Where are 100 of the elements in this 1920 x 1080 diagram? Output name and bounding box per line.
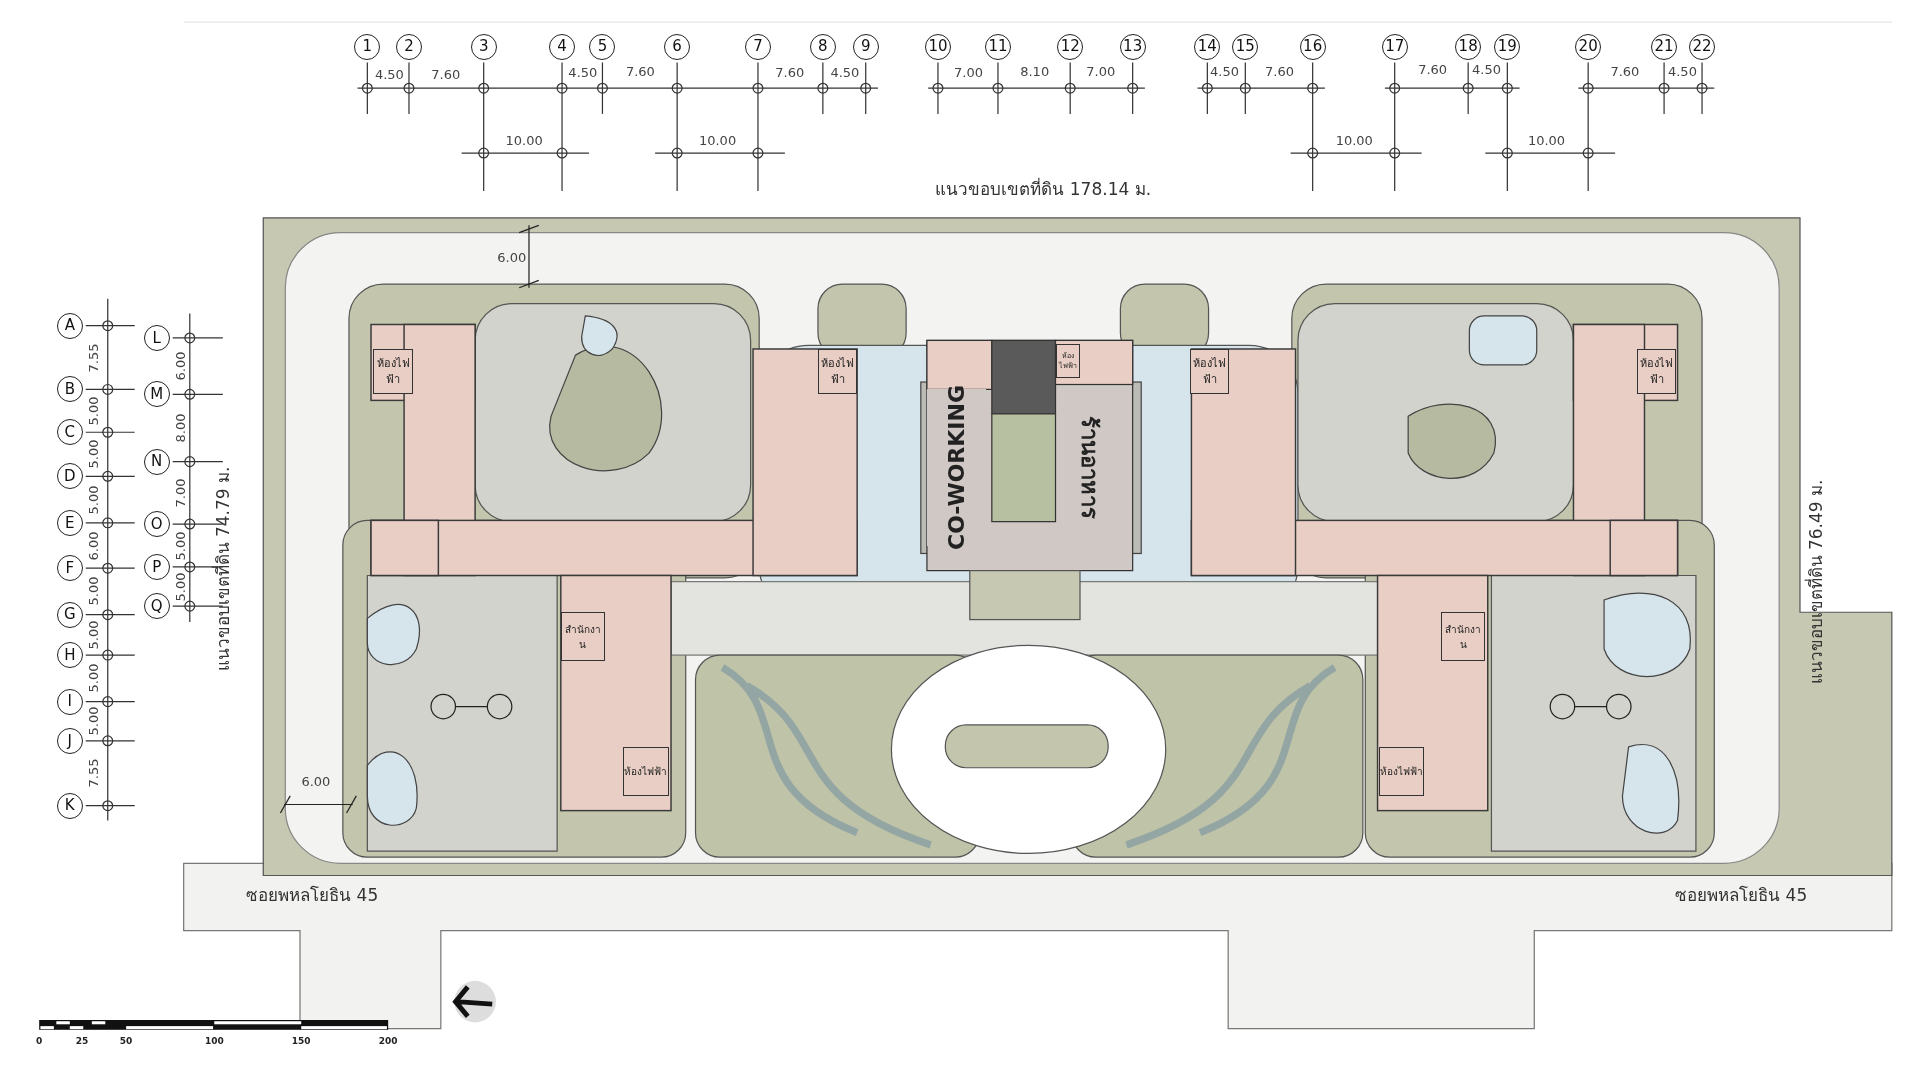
room-box xyxy=(623,746,669,796)
room-box xyxy=(1378,746,1425,796)
grid-bubble: M xyxy=(143,381,170,408)
dimension-value: 7.60 xyxy=(625,63,655,82)
dimension-value: 4.50 xyxy=(1472,61,1501,80)
boundary-label: แนวขอบเขตที่ดิน 178.14 ม. xyxy=(935,177,1152,202)
room-label: สำนักงาน xyxy=(1444,622,1483,652)
dimension-value: 6.00 xyxy=(301,773,331,792)
grid-bubble: 5 xyxy=(589,33,616,60)
grid-bubble: K xyxy=(56,792,83,819)
room-box xyxy=(1055,344,1080,379)
dimension-value: 4.50 xyxy=(1667,63,1697,82)
grid-bubble: G xyxy=(56,601,83,628)
dimension-value: 7.60 xyxy=(1610,63,1640,82)
room-box xyxy=(560,612,605,662)
dimension-value: 7.60 xyxy=(1265,63,1295,82)
dimension-value: 7.55 xyxy=(85,758,103,788)
dimension-value: 8.10 xyxy=(1020,63,1050,82)
scale-number: 50 xyxy=(119,1035,133,1049)
dimension-value: 6.00 xyxy=(172,351,190,381)
grid-bubble: Q xyxy=(143,593,170,620)
grid-bubble: 10 xyxy=(924,33,951,60)
dimension-value: 6.00 xyxy=(497,249,527,268)
grid-bubble: 3 xyxy=(470,33,497,60)
room-box xyxy=(1190,348,1230,395)
dimension-value: 4.50 xyxy=(830,64,860,83)
dimension-value: 5.00 xyxy=(85,620,103,650)
grid-bubble: F xyxy=(56,555,83,582)
dimension-value: 7.00 xyxy=(954,64,984,83)
dimension-value: 7.60 xyxy=(431,65,461,84)
grid-bubble: 11 xyxy=(984,33,1011,60)
grid-bubble: E xyxy=(56,509,83,536)
boundary-label: ซอยพหลโยธิน 45 xyxy=(246,884,379,908)
dimension-value: 10.00 xyxy=(1335,132,1373,151)
grid-bubble: 15 xyxy=(1232,33,1259,60)
scale-number: 0 xyxy=(36,1035,43,1049)
grid-bubble: B xyxy=(56,376,83,403)
grid-bubble: 19 xyxy=(1494,33,1521,60)
dimension-value: 5.00 xyxy=(172,572,190,601)
room-box xyxy=(1441,612,1486,662)
dimension-value: 7.55 xyxy=(85,343,103,372)
grid-bubble: 14 xyxy=(1194,33,1221,60)
room-box xyxy=(1637,348,1677,395)
room-label: ร้านอาหาร xyxy=(1076,416,1104,520)
grid-bubble: D xyxy=(56,463,83,490)
boundary-label: แนวขอบเขตที่ดิน 74.79 ม. xyxy=(211,466,235,672)
dimension-value: 4.50 xyxy=(1210,63,1239,82)
grid-bubble: A xyxy=(56,312,83,339)
grid-bubble: 18 xyxy=(1455,33,1482,60)
dimension-value: 4.50 xyxy=(568,64,598,83)
grid-bubble: 2 xyxy=(395,33,422,60)
grid-bubble: J xyxy=(56,727,83,754)
grid-bubble: 8 xyxy=(809,33,836,60)
grid-bubble: 4 xyxy=(549,33,576,60)
grid-bubble: L xyxy=(143,324,170,351)
scale-number: 100 xyxy=(204,1035,224,1049)
grid-bubble: N xyxy=(143,448,170,475)
dimension-value: 5.00 xyxy=(85,576,103,606)
dimension-value: 7.60 xyxy=(775,64,805,83)
grid-bubble: 9 xyxy=(852,33,879,60)
grid-bubble: 16 xyxy=(1299,33,1326,60)
dimension-value: 5.00 xyxy=(85,439,103,469)
grid-bubble: 6 xyxy=(664,33,691,60)
boundary-label: ซอยพหลโยธิน 45 xyxy=(1675,884,1808,908)
grid-bubble: 12 xyxy=(1057,33,1084,60)
grid-bubble: 7 xyxy=(744,33,771,60)
dimension-value: 4.50 xyxy=(374,65,404,84)
dimension-value: 7.00 xyxy=(1086,63,1116,82)
grid-bubble: 22 xyxy=(1689,33,1716,60)
scale-number: 200 xyxy=(378,1035,398,1049)
dimension-value: 10.00 xyxy=(698,132,737,151)
room-label: ห้องไฟฟ้า xyxy=(1379,764,1424,779)
room-label: CO-WORKING xyxy=(942,385,970,551)
scale-number: 25 xyxy=(75,1035,89,1049)
dimension-value: 10.00 xyxy=(1527,132,1566,151)
grid-bubble: 20 xyxy=(1575,33,1602,60)
grid-bubble: C xyxy=(56,419,83,446)
dimension-value: 5.00 xyxy=(85,485,103,515)
dimension-value: 10.00 xyxy=(505,132,543,151)
boundary-label: แนวขอบเขตที่ดิน 76.49 ม. xyxy=(1804,479,1828,685)
grid-bubble: O xyxy=(143,511,170,538)
grid-bubble: H xyxy=(56,642,83,669)
dimension-value: 7.60 xyxy=(1418,61,1448,80)
grid-bubble: 21 xyxy=(1651,33,1678,60)
grid-bubble: I xyxy=(56,688,83,715)
dimension-value: 5.00 xyxy=(172,531,190,560)
room-box xyxy=(373,348,413,395)
scale-number: 150 xyxy=(291,1035,311,1049)
dimension-value: 6.00 xyxy=(85,531,103,560)
dimension-value: 7.00 xyxy=(172,478,190,508)
grid-bubble: 17 xyxy=(1381,33,1408,60)
dimension-value: 5.00 xyxy=(85,663,103,693)
dimension-value: 8.00 xyxy=(172,413,190,443)
room-label: ห้องไฟฟ้า xyxy=(375,355,411,388)
room-box xyxy=(817,348,858,395)
grid-bubble: 13 xyxy=(1119,33,1146,60)
grid-bubble: 1 xyxy=(354,33,381,60)
room-label: ห้องไฟฟ้า xyxy=(820,355,856,388)
room-label: ห้องไฟฟ้า xyxy=(1639,355,1675,388)
room-label: ห้องไฟฟ้า xyxy=(624,764,668,779)
